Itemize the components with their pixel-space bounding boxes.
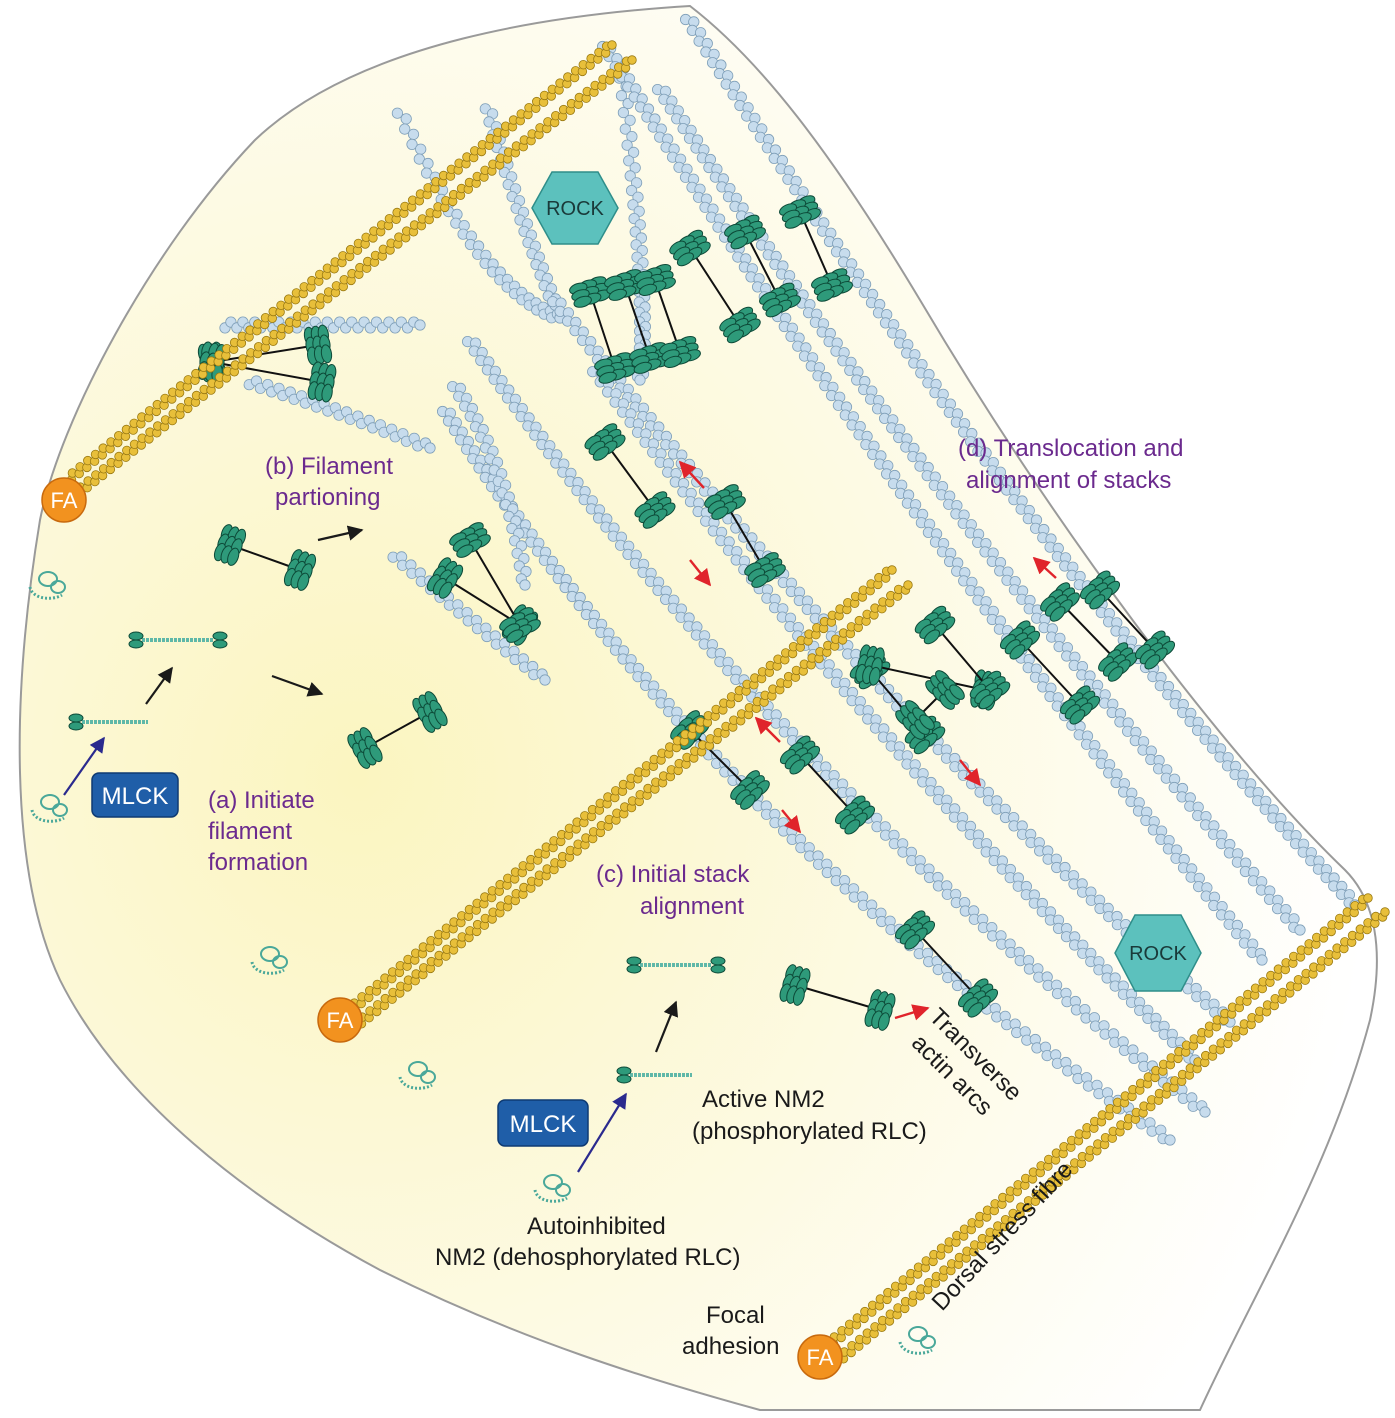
nm2-bipolar-filament: [779, 964, 896, 1031]
focal-adhesion-badge: FA: [797, 1334, 843, 1380]
nm2-bipolar-filament: [704, 484, 786, 588]
active-nm2-monomer: [626, 956, 726, 974]
arrow: [959, 759, 982, 787]
step-d-label: (d) Translocation and alignment of stack…: [958, 435, 1190, 494]
mlck-kinase: MLCK: [91, 772, 179, 818]
nm2-monomers-layer: [28, 571, 936, 1355]
mlck-label: MLCK: [510, 1111, 577, 1138]
active-nm2-monomer: [616, 1066, 692, 1084]
nm2-bipolar-filament: [779, 195, 853, 302]
arrows-layer: [63, 460, 1057, 1173]
nm2-bipolar-filament: [1040, 582, 1138, 682]
nm2-bipolar-filament: [634, 264, 701, 368]
arrow: [271, 674, 324, 697]
arrow: [781, 809, 802, 834]
autoinhibited-nm2-monomer: [250, 946, 288, 975]
nm2-bipolar-filament: [914, 605, 1011, 710]
transverse-actin-arcs-layer: [219, 13, 1361, 1146]
active-nm2-label: Active NM2 (phosphorylated RLC): [692, 1086, 927, 1145]
rock-kinase: ROCK: [531, 171, 619, 245]
mlck-kinase: MLCK: [497, 1099, 589, 1147]
nm2-bipolar-filament: [669, 229, 761, 344]
fa-label: FA: [807, 1345, 834, 1370]
nm2-bipolar-filament: [724, 214, 801, 318]
autoinhibited-nm2-monomer: [30, 794, 68, 823]
nm2-bipolar-filament: [895, 670, 965, 740]
actin-arc-filament: [547, 296, 1236, 1028]
active-nm2-monomer: [128, 631, 228, 649]
stress-fibre-filament: [356, 580, 913, 1029]
arrow: [577, 1092, 627, 1173]
actin-arc-filament: [651, 84, 1306, 936]
autoinhibited-nm2-monomer: [398, 1061, 436, 1090]
stress-fibre-filament: [838, 907, 1390, 1364]
autoinhibited-nm2-monomer: [533, 1174, 571, 1203]
focal-adhesion-badge: FA: [41, 477, 87, 523]
dorsal-stress-fibres-layer: [66, 40, 1390, 1364]
actin-arc-filament: [446, 380, 532, 591]
autoinhibited-nm2-monomer: [898, 1326, 936, 1355]
nm2-bipolar-filament: [604, 269, 671, 374]
actin-arc-filament: [679, 13, 1361, 911]
fa-label: FA: [51, 488, 78, 513]
focal-adhesion-label: Focal adhesion: [682, 1302, 779, 1360]
arrow: [689, 559, 712, 587]
arrow: [145, 666, 173, 705]
nm2-bipolar-filament: [584, 423, 676, 529]
arrow: [678, 460, 705, 489]
mlck-label: MLCK: [102, 783, 169, 810]
step-b-label: (b) Filament partioning: [265, 453, 400, 511]
autoinhibited-nm2-label: Autoinhibited NM2 (dehosphorylated RLC): [435, 1213, 740, 1271]
nm2-bipolar-filament: [569, 276, 636, 384]
nm2-bipolar-filament: [894, 910, 999, 1018]
arrow: [894, 1004, 930, 1021]
arrow: [63, 736, 105, 796]
actin-arc-filament: [243, 375, 436, 454]
actin-arc-filament: [596, 40, 1268, 966]
step-a-label: (a) Initiate filament formation: [208, 787, 321, 876]
arrow: [317, 525, 364, 542]
stress-fibre-filament: [66, 40, 617, 485]
actin-arc-filament: [391, 107, 566, 324]
rock-label: ROCK: [1129, 943, 1187, 965]
focal-adhesion-badge: FA: [317, 997, 363, 1043]
fa-label: FA: [327, 1008, 354, 1033]
active-nm2-monomer: [68, 713, 148, 731]
nm2-bipolar-filament: [213, 524, 317, 591]
nm2-bipolar-filament: [999, 620, 1101, 725]
rock-label: ROCK: [546, 198, 604, 220]
rock-kinase: ROCK: [1114, 914, 1202, 992]
step-c-label: (c) Initial stack alignment: [596, 861, 756, 920]
nm2-bipolar-filament: [779, 735, 876, 835]
arrow: [654, 1000, 679, 1053]
stress-fibre-filament: [74, 55, 637, 499]
autoinhibited-nm2-monomer: [28, 571, 66, 600]
arrow: [1032, 556, 1057, 579]
nm2-bipolar-filament: [1079, 570, 1176, 670]
nm2-bipolar-filament: [347, 691, 448, 769]
nm2-bipolar-filament: [449, 522, 541, 643]
arrow: [754, 716, 781, 743]
